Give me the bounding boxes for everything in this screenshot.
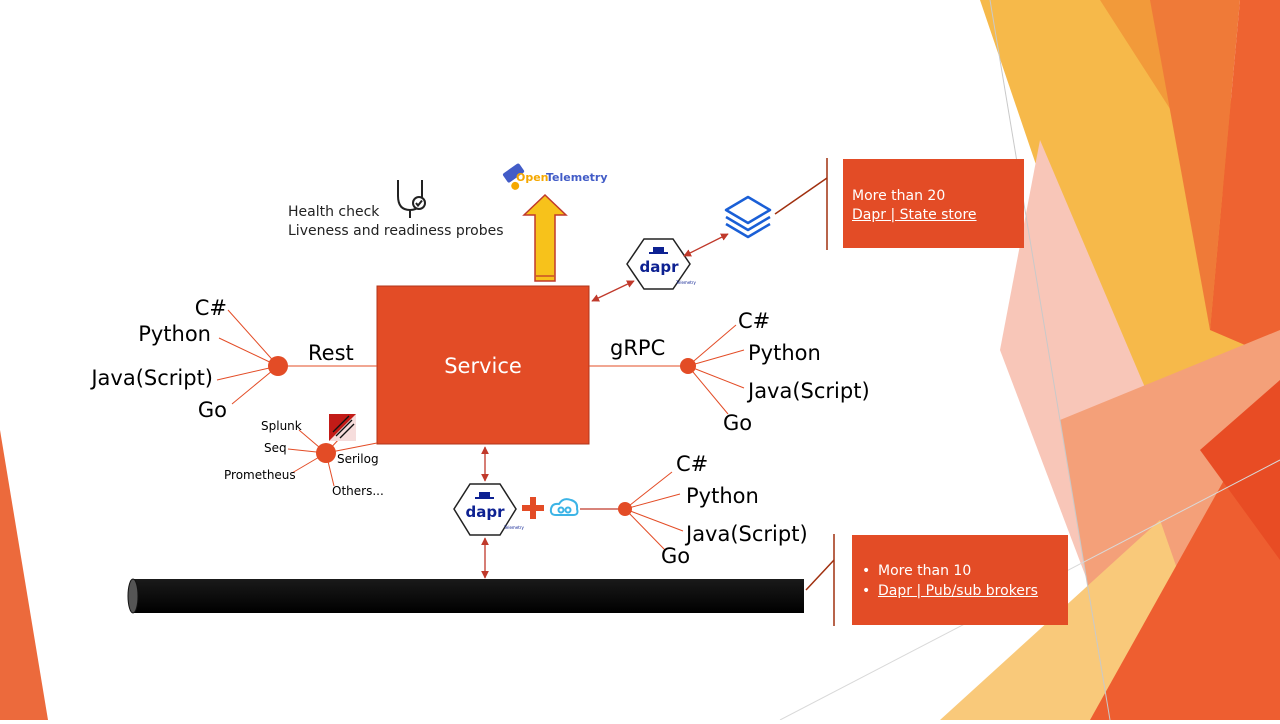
rest-language-labels: C# Python Java(Script) Go bbox=[89, 296, 227, 422]
sink-splunk: Splunk bbox=[261, 419, 302, 433]
opentelemetry-logo: Open Telemetry bbox=[502, 163, 608, 190]
grpc-hub-node bbox=[680, 358, 696, 374]
probes-label: Liveness and readiness probes bbox=[288, 223, 504, 239]
pubsub-link[interactable]: Dapr | Pub/sub brokers bbox=[860, 581, 1068, 601]
sink-seq: Seq bbox=[264, 441, 287, 455]
plus-icon bbox=[522, 497, 544, 519]
pubsub-callout-list: More than 10 Dapr | Pub/sub brokers bbox=[860, 561, 1068, 601]
pubsub-lang-python: Python bbox=[686, 484, 759, 508]
state-store-icon bbox=[724, 195, 772, 239]
rest-connector bbox=[216, 309, 377, 405]
pubsub-count: More than 10 bbox=[860, 561, 1068, 581]
logging-hub-node bbox=[316, 443, 336, 463]
rest-label: Rest bbox=[308, 341, 354, 365]
grpc-lang-go: Go bbox=[723, 411, 752, 435]
svg-text:Open: Open bbox=[516, 171, 549, 184]
pubsub-callout: More than 10 Dapr | Pub/sub brokers bbox=[852, 535, 1068, 625]
logging-sink-labels: Splunk Seq Prometheus Serilog Others... bbox=[224, 419, 384, 498]
svg-text:Telemetry: Telemetry bbox=[503, 525, 524, 530]
pubsub-lang-go: Go bbox=[661, 544, 690, 568]
state-store-callout: More than 20 Dapr | State store bbox=[843, 159, 1024, 248]
stethoscope-icon bbox=[397, 180, 426, 218]
pubsub-sdk-language-labels: C# Python Java(Script) Go bbox=[661, 452, 808, 568]
sink-others: Others... bbox=[332, 484, 384, 498]
grpc-connector bbox=[589, 324, 745, 415]
pubsub-cloud-icon bbox=[549, 498, 579, 516]
health-check-label: Health check bbox=[288, 204, 380, 220]
state-store-count: More than 20 bbox=[852, 188, 946, 204]
sink-serilog: Serilog bbox=[337, 452, 379, 466]
grpc-lang-python: Python bbox=[748, 341, 821, 365]
svg-text:Telemetry: Telemetry bbox=[546, 171, 608, 184]
svg-text:dapr: dapr bbox=[466, 503, 506, 521]
dapr-sidecar-state-logo: dapr Telemetry bbox=[626, 238, 697, 290]
rest-lang-python: Python bbox=[138, 322, 211, 346]
rest-lang-java: Java(Script) bbox=[89, 366, 213, 390]
sink-prometheus: Prometheus bbox=[224, 468, 296, 482]
pubsub-lang-java: Java(Script) bbox=[684, 522, 808, 546]
rest-lang-go: Go bbox=[198, 398, 227, 422]
telemetry-export-arrow bbox=[522, 193, 568, 282]
grpc-language-labels: C# Python Java(Script) Go bbox=[723, 309, 870, 435]
pubsub-sdk-connector bbox=[624, 471, 684, 551]
grpc-label: gRPC bbox=[610, 336, 665, 360]
pubsub-lang-csharp: C# bbox=[676, 452, 708, 476]
svg-text:Telemetry: Telemetry bbox=[675, 280, 696, 285]
state-store-link[interactable]: Dapr | State store bbox=[852, 207, 977, 223]
svg-text:dapr: dapr bbox=[640, 258, 680, 276]
grpc-lang-csharp: C# bbox=[738, 309, 770, 333]
service-label: Service bbox=[444, 354, 522, 378]
pubsub-sdk-hub-node bbox=[618, 502, 632, 516]
serilog-logo bbox=[329, 414, 356, 441]
message-bus bbox=[127, 578, 804, 614]
service-box[interactable]: Service bbox=[376, 285, 590, 445]
dapr-sidecar-pubsub-logo: dapr Telemetry bbox=[453, 483, 525, 536]
rest-lang-csharp: C# bbox=[195, 296, 227, 320]
grpc-lang-java: Java(Script) bbox=[746, 379, 870, 403]
rest-hub-node bbox=[268, 356, 288, 376]
